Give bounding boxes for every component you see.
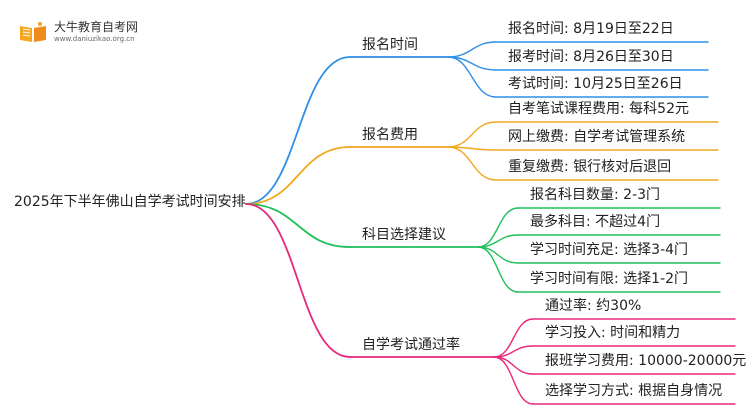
leaf-node-0-1: 报考时间: 8月26日至30日 xyxy=(508,49,674,65)
branch-link-2 xyxy=(245,203,351,248)
leaf-node-0-2: 考试时间: 10月25日至26日 xyxy=(508,76,683,92)
leaf-link-1-2 xyxy=(447,146,497,181)
site-logo: 大牛教育自考网 www.daniuzikao.org.cn xyxy=(16,14,156,48)
root-node: 2025年下半年佛山自学考试时间安排 xyxy=(14,194,246,210)
leaf-node-2-0: 报名科目数量: 2-3门 xyxy=(530,187,661,203)
branch-link-1 xyxy=(245,146,351,205)
book-logo-icon xyxy=(20,22,46,42)
logo-site-url: www.daniuzikao.org.cn xyxy=(54,35,135,43)
branch-link-0 xyxy=(245,56,351,205)
leaf-link-3-3 xyxy=(493,356,534,405)
branch-link-3 xyxy=(245,203,351,358)
leaf-link-2-3 xyxy=(477,246,519,293)
leaf-link-3-0 xyxy=(493,318,534,358)
branch-node-1: 报名费用 xyxy=(362,127,418,143)
leaf-node-3-2: 报班学习费用: 10000-20000元 xyxy=(545,353,747,369)
leaf-node-0-0: 报名时间: 8月19日至22日 xyxy=(508,21,674,37)
leaf-node-1-2: 重复缴费: 银行核对后退回 xyxy=(508,159,672,175)
leaf-node-2-1: 最多科目: 不超过4门 xyxy=(530,214,661,230)
branch-node-3: 自学考试通过率 xyxy=(362,337,460,353)
branch-node-2: 科目选择建议 xyxy=(362,227,446,243)
logo-site-name: 大牛教育自考网 xyxy=(54,20,139,34)
leaf-node-3-3: 选择学习方式: 根据自身情况 xyxy=(545,383,723,399)
leaf-node-2-2: 学习时间充足: 选择3-4门 xyxy=(530,242,689,258)
leaf-node-3-0: 通过率: 约30% xyxy=(545,298,642,314)
leaf-node-1-0: 自考笔试课程费用: 每科52元 xyxy=(508,101,689,117)
leaf-link-1-0 xyxy=(447,121,497,148)
leaf-link-2-0 xyxy=(477,207,519,248)
leaf-link-0-2 xyxy=(447,56,497,98)
leaf-node-1-1: 网上缴费: 自学考试管理系统 xyxy=(508,129,686,145)
leaf-node-2-3: 学习时间有限: 选择1-2门 xyxy=(530,271,689,287)
branch-node-0: 报名时间 xyxy=(362,37,418,53)
leaf-node-3-1: 学习投入: 时间和精力 xyxy=(545,325,681,341)
